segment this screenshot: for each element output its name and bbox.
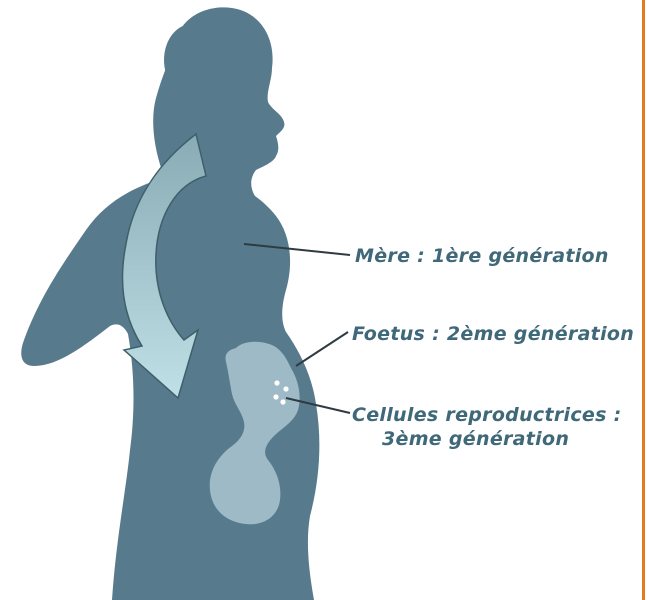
germ-cell-dot — [273, 394, 278, 399]
germ-cell-dot — [283, 386, 288, 391]
label-germ-cells-line1: Cellules reproductrices : — [352, 404, 622, 426]
leader-line-fetus — [296, 332, 348, 366]
label-fetus: Foetus : 2ème génération — [352, 323, 634, 345]
label-germ-cells-line2: 3ème génération — [382, 428, 569, 450]
germ-cell-dot — [280, 399, 285, 404]
label-mother: Mère : 1ère génération — [355, 245, 609, 267]
germ-cell-dot — [274, 380, 279, 385]
right-border-accent — [642, 0, 645, 600]
mother-hair — [164, 24, 220, 96]
